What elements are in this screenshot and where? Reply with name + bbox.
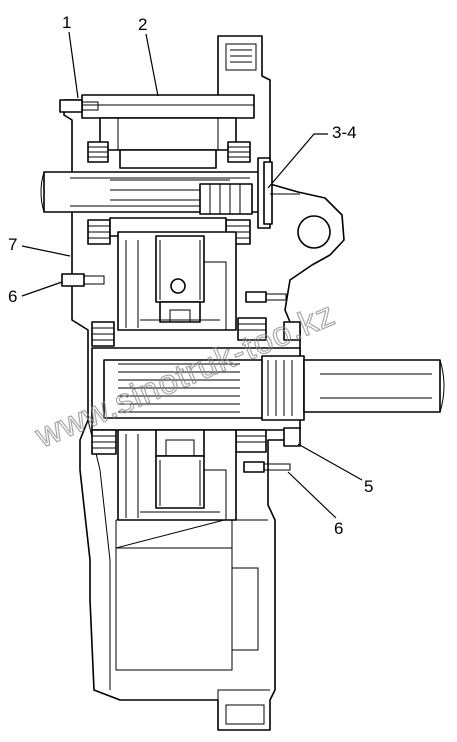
leader-6-right — [287, 471, 337, 519]
callout-2: 2 — [138, 15, 147, 34]
leader-6-left — [21, 281, 63, 297]
callout-7: 7 — [8, 235, 17, 254]
lower-gear-cluster — [117, 429, 237, 521]
leader-3-4 — [267, 133, 328, 189]
leader-7 — [21, 245, 71, 257]
upper-gear-train — [40, 94, 263, 245]
callouts: 1 2 3-4 7 6 5 6 — [8, 13, 373, 538]
bolts — [59, 99, 291, 473]
callout-3-4: 3-4 — [332, 123, 357, 142]
main-output-shaft — [91, 317, 445, 455]
bolt-left-middle — [61, 273, 85, 287]
callout-6-right: 6 — [334, 519, 343, 538]
bolt-right-lower — [243, 461, 265, 473]
callout-1: 1 — [62, 13, 71, 32]
callout-5: 5 — [364, 477, 373, 496]
middle-gear-cluster — [117, 231, 237, 331]
callout-6-left: 6 — [8, 287, 17, 306]
bolt-upper-left — [59, 99, 83, 113]
leader-1 — [68, 31, 79, 99]
output-flange-upper — [257, 157, 331, 249]
leader-5 — [297, 443, 363, 481]
bolt-right-upper — [245, 291, 267, 303]
leader-2 — [145, 33, 159, 97]
